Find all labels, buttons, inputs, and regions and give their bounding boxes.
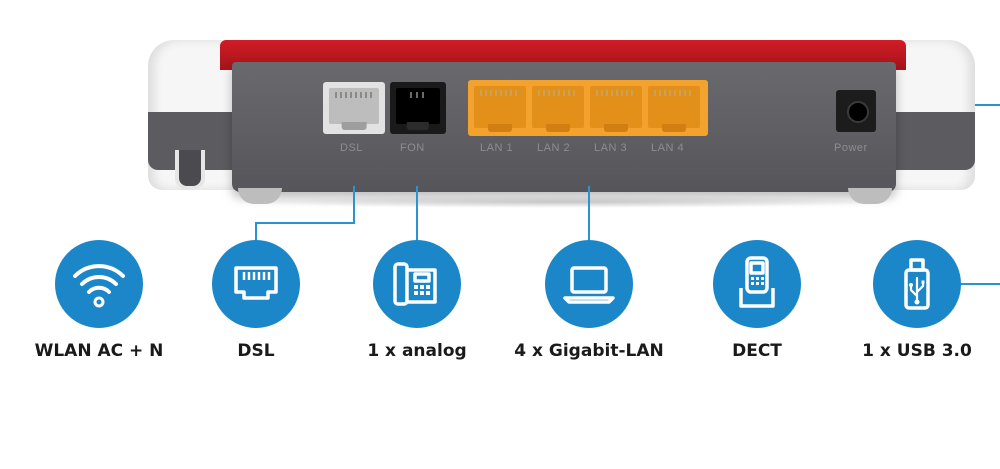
feature-dsl: DSL [171, 240, 341, 361]
phone-icon [373, 240, 461, 328]
feature-lan: 4 x Gigabit-LAN [504, 240, 674, 361]
lan-connector-line [588, 186, 590, 242]
lan-ports [468, 80, 708, 136]
power-jack [836, 90, 876, 132]
lan2-port-label: LAN 2 [537, 142, 571, 154]
feature-analog: 1 x analog [332, 240, 502, 361]
dsl-connector-line [353, 186, 355, 224]
analog-connector-line [416, 186, 418, 242]
lan-port-2 [532, 86, 584, 132]
usb-stick-icon [873, 240, 961, 328]
feature-wlan: WLAN AC + N [14, 240, 184, 361]
lan1-port-label: LAN 1 [480, 142, 514, 154]
fon-port-label: FON [400, 142, 425, 154]
router-foot-left [238, 188, 282, 204]
dsl-connector-line-h [255, 222, 355, 224]
lan4-port-label: LAN 4 [651, 142, 685, 154]
dsl-connector-line-drop [255, 222, 257, 242]
feature-label: DECT [732, 341, 782, 361]
feature-label: 4 x Gigabit-LAN [514, 341, 664, 361]
power-port-label: Power [834, 142, 868, 154]
lan-port-3 [590, 86, 642, 132]
router-image: DSL FON LAN 1 LAN 2 LAN 3 LAN 4 Power [0, 0, 1000, 225]
laptop-icon [545, 240, 633, 328]
feature-dect: DECT [672, 240, 842, 361]
feature-label: DSL [237, 341, 275, 361]
router-foot-right [848, 188, 892, 204]
feature-label: 1 x USB 3.0 [862, 341, 972, 361]
feature-label: 1 x analog [367, 341, 467, 361]
wlan-connector-line [975, 104, 1000, 106]
dsl-port-icon [212, 240, 300, 328]
router-notch [175, 150, 205, 190]
feature-label: WLAN AC + N [34, 341, 164, 361]
lan-port-1 [474, 86, 526, 132]
feature-usb: 1 x USB 3.0 [832, 240, 1000, 361]
cordless-phone-icon [713, 240, 801, 328]
fon-port [390, 82, 446, 134]
lan3-port-label: LAN 3 [594, 142, 628, 154]
usb-connector-line [960, 283, 1000, 285]
lan-port-4 [648, 86, 700, 132]
wifi-icon [55, 240, 143, 328]
dsl-port [323, 82, 385, 134]
dsl-port-label: DSL [340, 142, 363, 154]
